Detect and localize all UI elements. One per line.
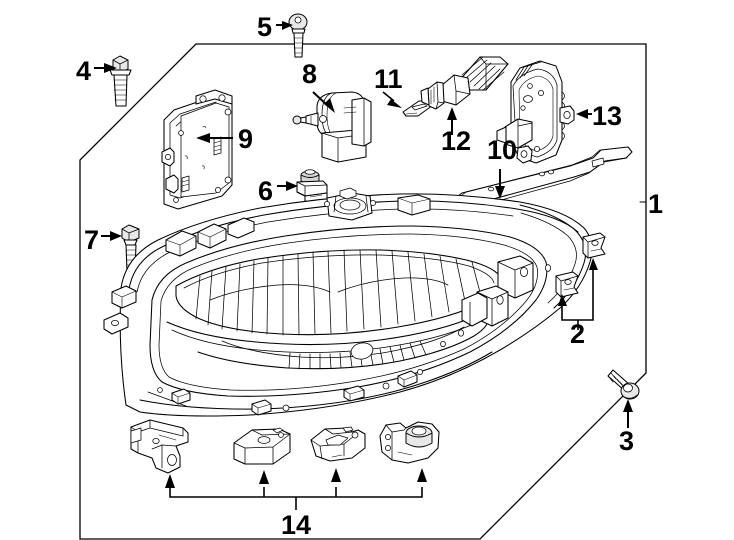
leader-3 [623, 399, 633, 428]
callout-label-12: 12 [441, 126, 471, 156]
callout-label-10: 10 [487, 135, 517, 165]
part-bulb-socket [420, 56, 509, 110]
parts-frame [79, 43, 647, 540]
callout-label-5: 5 [257, 12, 272, 42]
callout-label-6: 6 [258, 176, 273, 206]
callout-label-7: 7 [84, 225, 99, 255]
part-hex-bolt [121, 224, 140, 272]
part-mounting-bracket-b [233, 427, 291, 465]
callout-label-13: 13 [592, 101, 622, 131]
part-leveling-motor [292, 91, 372, 163]
leader-12 [447, 107, 457, 135]
leader-13 [576, 109, 592, 119]
part-control-module [161, 89, 233, 210]
callout-label-1: 1 [648, 189, 663, 219]
leader-9 [196, 133, 233, 143]
part-socket-head-bolt [288, 13, 308, 58]
callout-label-4: 4 [76, 56, 91, 86]
part-ballast-led-driver [496, 60, 575, 164]
part-retainer-clip-lower [555, 271, 579, 298]
callout-label-3: 3 [619, 426, 634, 456]
callout-label-2: 2 [570, 319, 585, 349]
callout-label-8: 8 [302, 59, 317, 89]
leader-4 [94, 63, 117, 73]
leader-8 [312, 91, 335, 113]
leader-2 [558, 258, 598, 330]
callout-label-9: 9 [238, 124, 253, 154]
callout-label-14: 14 [281, 510, 311, 540]
leader-7 [101, 231, 122, 241]
leader-11 [382, 91, 402, 108]
leader-14 [165, 468, 427, 510]
leader-6 [277, 181, 298, 191]
part-leveling-retainer [296, 169, 328, 204]
part-mounting-bracket-a [130, 419, 189, 474]
callout-label-11: 11 [374, 64, 403, 94]
part-mounting-bracket-c [310, 426, 366, 462]
leader-10 [495, 169, 505, 199]
part-flange-bolt [607, 369, 640, 400]
part-retainer-clip-upper [582, 232, 606, 259]
leader-5 [276, 21, 293, 30]
part-hex-flange-bolt [109, 55, 132, 107]
part-headlamp-assembly [103, 187, 593, 417]
part-mounting-bracket-d [379, 421, 440, 464]
